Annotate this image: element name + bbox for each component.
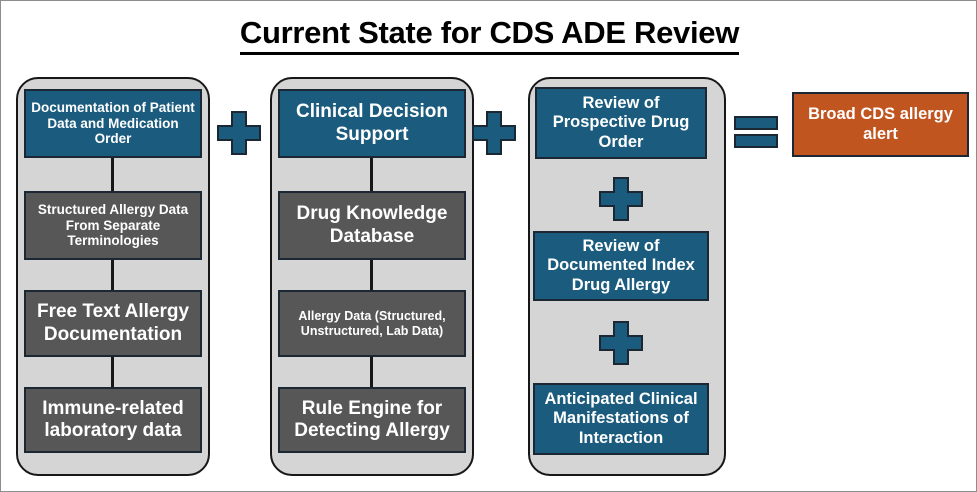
plus-icon-between-documentation-and-cds: [217, 111, 261, 155]
plus-seam-mask-right: [625, 193, 629, 205]
page-title-text: Current State for CDS ADE Review: [239, 15, 739, 55]
plus-seam-mask-bottom: [615, 203, 627, 207]
cds-connector-1: [370, 158, 373, 191]
plus-seam-mask-right: [243, 127, 247, 139]
documentation-step-3[interactable]: Immune-related laboratory data: [24, 387, 202, 453]
plus-center-fill: [488, 127, 500, 139]
documentation-connector-3: [111, 357, 114, 387]
review-step-1[interactable]: Review of Documented Index Drug Allergy: [533, 231, 709, 301]
plus-center-fill: [233, 127, 245, 139]
documentation-step-2[interactable]: Free Text Allergy Documentation: [24, 290, 202, 357]
equals-bottom-bar: [734, 134, 778, 148]
clinical-decision-support-column-header[interactable]: Clinical Decision Support: [278, 89, 466, 158]
page-title: Current State for CDS ADE Review: [1, 15, 976, 55]
plus-seam-mask-right: [498, 127, 502, 139]
plus-center-fill: [615, 337, 627, 349]
plus-seam-mask-bottom: [615, 347, 627, 351]
plus-icon-between-cds-and-review: [472, 111, 516, 155]
plus-seam-mask-bottom: [233, 137, 245, 141]
documentation-connector-1: [111, 158, 114, 191]
documentation-column-header[interactable]: Documentation of Patient Data and Medica…: [24, 89, 202, 158]
cds-step-2[interactable]: Allergy Data (Structured, Unstructured, …: [278, 290, 466, 357]
plus-icon-review-second: [599, 321, 643, 365]
equals-icon: [734, 116, 778, 148]
cds-step-1[interactable]: Drug Knowledge Database: [278, 191, 466, 260]
plus-seam-mask-bottom: [488, 137, 500, 141]
result-alert-box[interactable]: Broad CDS allergy alert: [792, 92, 969, 157]
documentation-connector-2: [111, 260, 114, 290]
cds-connector-2: [370, 260, 373, 290]
plus-seam-mask-right: [625, 337, 629, 349]
plus-center-fill: [615, 193, 627, 205]
review-step-2[interactable]: Anticipated Clinical Manifestations of I…: [533, 383, 709, 455]
plus-icon-review-first: [599, 177, 643, 221]
equals-top-bar: [734, 116, 778, 130]
cds-connector-3: [370, 357, 373, 387]
review-column-header[interactable]: Review of Prospective Drug Order: [535, 87, 707, 159]
cds-step-3[interactable]: Rule Engine for Detecting Allergy: [278, 387, 466, 453]
documentation-step-1[interactable]: Structured Allergy Data From Separate Te…: [24, 191, 202, 260]
